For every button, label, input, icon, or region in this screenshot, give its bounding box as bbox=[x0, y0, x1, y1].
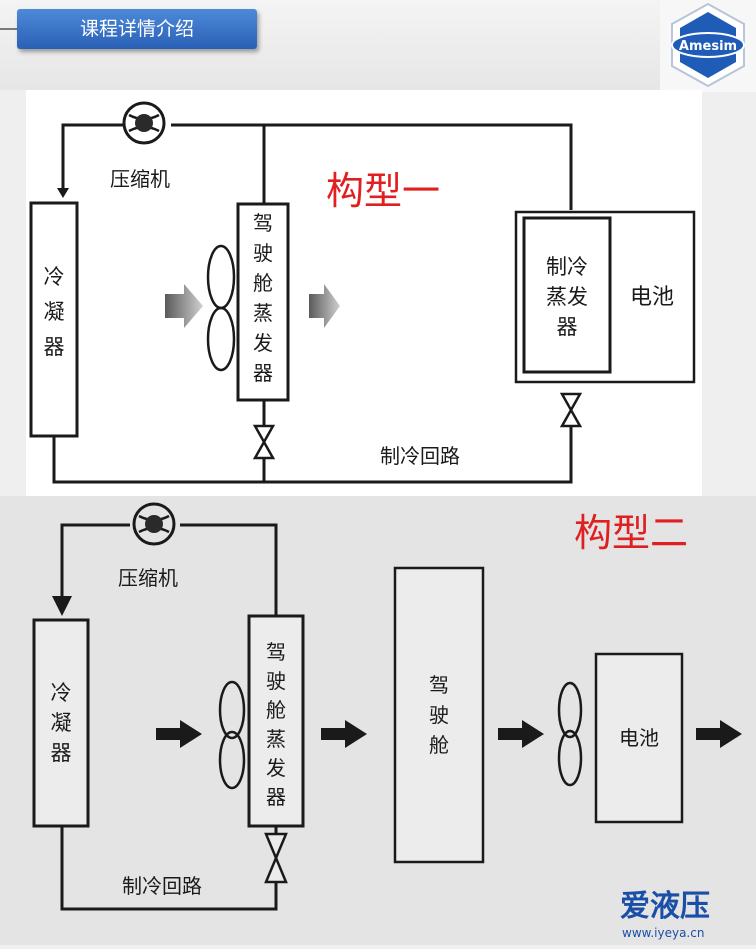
amesim-logo-icon: Amesim bbox=[671, 2, 745, 88]
page-title: 课程详情介绍 bbox=[17, 9, 257, 49]
logo-text: Amesim bbox=[679, 39, 737, 54]
condenser-label-1: 冷 bbox=[44, 265, 65, 289]
cabin-evap2-label-5: 发 bbox=[266, 756, 286, 780]
cabin-label-3: 舱 bbox=[429, 733, 449, 757]
cabin-evap2-label-3: 舱 bbox=[266, 698, 286, 722]
watermark-url: www.iyeya.cn bbox=[622, 926, 704, 940]
expansion-valve-icon bbox=[559, 392, 583, 428]
condenser2-label-3: 器 bbox=[51, 741, 72, 765]
compressor-icon bbox=[132, 502, 176, 546]
compressor-label-2: 压缩机 bbox=[118, 566, 178, 590]
cabin-box bbox=[393, 566, 485, 864]
battery-box-2 bbox=[594, 652, 684, 824]
expansion-valve-icon bbox=[264, 832, 288, 884]
refrigerant-pipes bbox=[60, 523, 278, 911]
cabin-evap-label-3: 舱 bbox=[253, 271, 273, 295]
cabin-evap-label-5: 发 bbox=[253, 331, 273, 355]
battery2-label: 电池 bbox=[619, 726, 659, 750]
fan-icon bbox=[557, 681, 583, 787]
condenser-label-2: 凝 bbox=[44, 300, 65, 324]
config1-diagram: 压缩机 构型一 冷 凝 器 驾 驶 舱 蒸 发 器 bbox=[29, 101, 696, 484]
airflow-arrow-icon bbox=[165, 284, 203, 328]
cabin-evap2-label-2: 驶 bbox=[266, 669, 286, 693]
loop-label: 制冷回路 bbox=[380, 444, 460, 468]
airflow-arrow-icon bbox=[498, 720, 544, 748]
condenser-box bbox=[29, 201, 79, 438]
airflow-arrow-icon bbox=[309, 284, 340, 328]
airflow-arrow-icon bbox=[156, 720, 202, 748]
compressor-icon bbox=[122, 101, 166, 145]
battery-label: 电池 bbox=[630, 285, 674, 310]
condenser2-label-2: 凝 bbox=[51, 711, 72, 735]
flow-arrow-icon bbox=[52, 596, 72, 616]
config2-panel: 构型二 压缩机 冷 凝 器 bbox=[0, 496, 756, 945]
cabin-label-1: 驾 bbox=[429, 673, 449, 697]
cabin-evap-label-4: 蒸 bbox=[253, 301, 273, 325]
loop-label-2: 制冷回路 bbox=[122, 874, 202, 898]
cabin-evaporator-box bbox=[236, 202, 290, 402]
chiller-label-2: 蒸发 bbox=[546, 285, 588, 309]
cabin-evap-label-6: 器 bbox=[253, 361, 273, 385]
cabin-evaporator-box-2 bbox=[247, 614, 305, 828]
config1-heading: 构型一 bbox=[326, 169, 440, 213]
cabin-evap-label-1: 驾 bbox=[253, 211, 273, 235]
chiller-box bbox=[522, 216, 612, 374]
condenser-label-3: 器 bbox=[44, 335, 65, 359]
config2-heading: 构型二 bbox=[574, 511, 688, 555]
config2-diagram: 构型二 压缩机 冷 凝 器 bbox=[32, 502, 742, 940]
compressor-label: 压缩机 bbox=[110, 167, 170, 191]
airflow-arrow-icon bbox=[696, 720, 742, 748]
expansion-valve-icon bbox=[252, 424, 276, 460]
chiller-label-3: 器 bbox=[557, 315, 578, 339]
fan-icon bbox=[206, 244, 236, 372]
cabin-evap-label-2: 驶 bbox=[253, 241, 273, 265]
chiller-label-1: 制冷 bbox=[546, 255, 588, 279]
airflow-arrow-icon bbox=[321, 720, 367, 748]
cabin-evap2-label-6: 器 bbox=[266, 785, 286, 809]
refrigerant-pipes bbox=[52, 123, 573, 484]
watermark-brand: 爱液压 bbox=[620, 889, 710, 924]
condenser2-label-1: 冷 bbox=[51, 681, 72, 705]
cabin-label-2: 驶 bbox=[429, 703, 449, 727]
cabin-evap2-label-1: 驾 bbox=[266, 640, 286, 664]
logo: Amesim bbox=[660, 0, 756, 92]
cabin-evap2-label-4: 蒸 bbox=[266, 727, 286, 751]
flow-arrow-icon bbox=[57, 188, 69, 198]
config1-panel: 压缩机 构型一 冷 凝 器 驾 驶 舱 蒸 发 器 bbox=[26, 90, 702, 496]
condenser-box-2 bbox=[32, 618, 90, 828]
fan-icon bbox=[218, 680, 246, 790]
